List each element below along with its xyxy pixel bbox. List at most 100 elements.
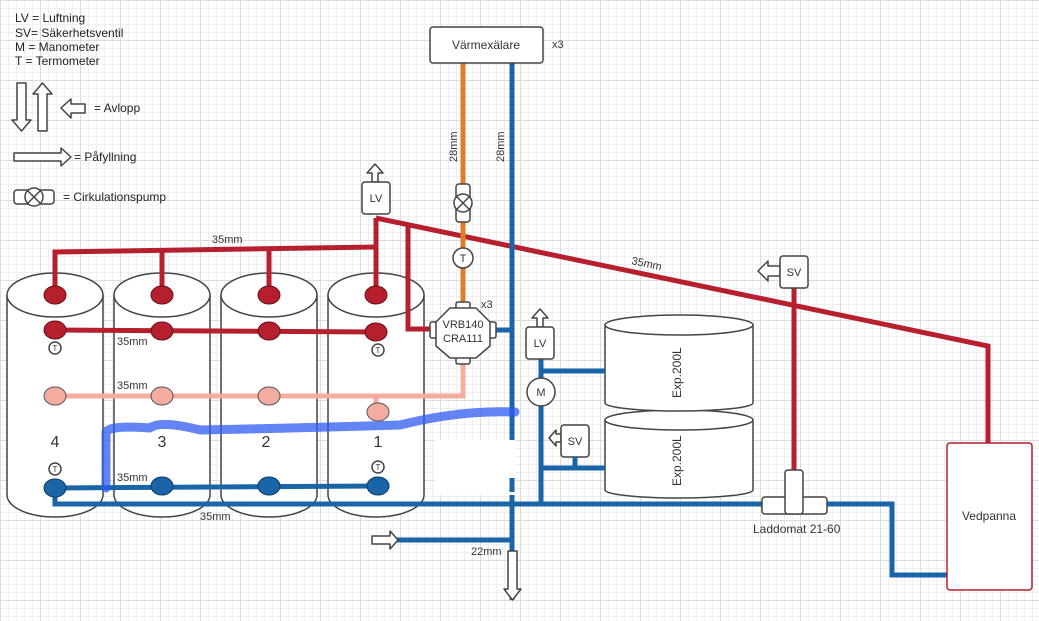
dim-middle-row: 35mm — [117, 380, 148, 392]
expansion-tank-lower-label: Exp.200L — [670, 435, 684, 486]
mixing-valve: VRB140 CRA111 x3 — [429, 299, 497, 365]
cold-port — [43, 478, 67, 498]
valve-model-line1: VRB140 — [443, 319, 484, 331]
fill-arrow-icon — [13, 147, 72, 167]
hot-pipes — [52, 215, 991, 472]
tank-connections — [43, 285, 390, 498]
relief-arrow-icon — [757, 260, 781, 282]
hot-top-port — [43, 285, 67, 305]
hot-top-port — [257, 285, 281, 305]
tank-number-2: 2 — [262, 434, 271, 451]
circulation-pump-icon — [453, 183, 473, 223]
hot-second-row-pipe — [54, 327, 377, 335]
dim-top-row: 35mm — [117, 336, 148, 348]
erased-patch — [435, 440, 515, 495]
tank-number-1: 1 — [374, 434, 383, 451]
pump-icon — [13, 187, 55, 207]
hot-to-valve-pipe — [405, 224, 432, 332]
boiler-supply-pipe — [375, 215, 991, 443]
vent-arrow-icon — [366, 163, 384, 183]
manometer-label: M — [536, 387, 545, 399]
hot-second-port — [150, 321, 174, 341]
dim-hx-supply: 28mm — [448, 131, 460, 162]
expansion-tank-upper-label: Exp.200L — [670, 347, 684, 398]
dim-bottom-return: 35mm — [200, 511, 231, 523]
svg-text:T: T — [53, 344, 58, 353]
drain-down-arrow-icon — [11, 82, 32, 132]
warm-port — [150, 386, 174, 406]
valve-model-line2: CRA111 — [443, 333, 483, 345]
tank-number-3: 3 — [158, 434, 167, 451]
dim-fill-drain: 22mm — [471, 546, 502, 558]
air-vent-right: LV — [525, 308, 555, 360]
laddomat-label: Laddomat 21-60 — [753, 522, 841, 536]
legend-pump: = Cirkulationspump — [63, 190, 166, 204]
safety-valve-boiler: SV — [757, 255, 809, 289]
dim-bottom-row: 35mm — [117, 472, 148, 484]
air-vent-top: LV — [361, 163, 391, 215]
warm-port — [366, 402, 390, 422]
safety-valve-expansion: SV — [548, 424, 590, 468]
warm-port — [257, 386, 281, 406]
drain-up-arrow-icon — [32, 82, 53, 132]
expansion-tank-upper — [604, 314, 754, 412]
heat-exchanger: Värmexälare x3 — [429, 26, 564, 64]
relief-arrow-icon — [548, 429, 562, 447]
heat-exchanger-label: Värmexälare — [452, 38, 520, 52]
warm-port — [43, 386, 67, 406]
hot-second-port — [364, 322, 388, 342]
boiler-box — [946, 442, 1033, 591]
fill-inlet-arrow-icon — [371, 530, 399, 550]
cold-return-main-pipe — [52, 488, 947, 578]
legend-lv: LV = Luftning — [15, 11, 85, 25]
legend-sv: SV= Säkerhetsventil — [15, 26, 123, 40]
cold-pipes — [52, 62, 947, 600]
legend-t: T = Termometer — [15, 54, 100, 68]
safety-valve-label: SV — [568, 436, 583, 448]
dim-hx-return: 28mm — [495, 131, 507, 162]
thermometer-icon — [452, 247, 474, 269]
legend-m: M = Manometer — [15, 40, 99, 54]
cold-port — [257, 476, 281, 496]
thermometer-icon — [48, 462, 62, 476]
hot-second-port — [43, 320, 67, 340]
heat-exchanger-box — [429, 26, 544, 64]
vent-arrow-icon — [531, 308, 549, 328]
thermometer-icon — [48, 341, 62, 355]
legend: LV = Luftning SV= Säkerhetsventil M = Ma… — [11, 11, 166, 207]
accumulator-tanks — [6, 272, 425, 518]
thermometer-icon — [371, 460, 385, 474]
air-vent-label: LV — [534, 338, 547, 350]
manometer-icon — [526, 377, 556, 407]
legend-avlopp: = Avlopp — [94, 101, 140, 115]
laddomat: Laddomat 21-60 — [753, 469, 841, 536]
expansion-tanks: Exp.200L Exp.200L — [604, 314, 754, 499]
heat-exchanger-qty: x3 — [552, 39, 564, 51]
boiler: Vedpanna — [946, 442, 1033, 591]
expansion-tank-lower — [604, 409, 754, 499]
cold-port — [150, 476, 174, 496]
hx-thermometer-label: T — [460, 253, 467, 265]
tank-thermometers: T T T T — [48, 341, 385, 476]
svg-text:T: T — [376, 463, 381, 472]
svg-text:T: T — [376, 346, 381, 355]
air-vent-label: LV — [370, 193, 383, 205]
legend-pafyllning: = Påfyllning — [74, 150, 136, 164]
tank-number-4: 4 — [51, 434, 60, 451]
drain-outlet-arrow-icon — [503, 550, 522, 601]
safety-valve-label: SV — [787, 267, 802, 279]
boiler-label: Vedpanna — [962, 509, 1016, 523]
scribble-annotation — [101, 407, 520, 493]
dim-top-header: 35mm — [212, 234, 243, 246]
hot-top-header-pipe — [52, 244, 377, 295]
warm-middle-row-pipe — [55, 363, 466, 399]
cold-port — [366, 476, 390, 496]
accumulator-tank-4 — [6, 272, 104, 518]
svg-text:T: T — [53, 465, 58, 474]
hot-top-port — [150, 285, 174, 305]
drain-left-arrow-icon — [60, 98, 86, 119]
hot-second-port — [257, 321, 281, 341]
thermometer-icon — [371, 343, 385, 357]
valve-qty: x3 — [481, 299, 493, 311]
